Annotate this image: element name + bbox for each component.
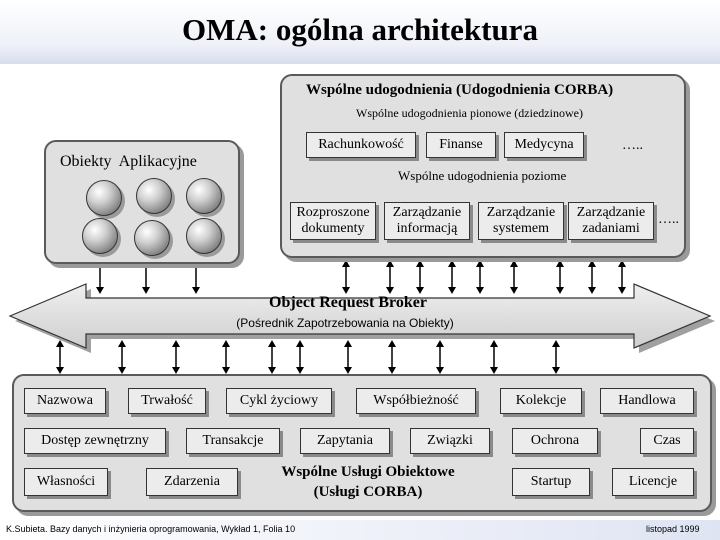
application-object-circle xyxy=(186,218,222,254)
application-objects-heading: Obiekty Aplikacyjne xyxy=(60,153,197,170)
horizontal-more-dots: ….. xyxy=(658,212,679,227)
upper-connector-arrow xyxy=(416,260,424,294)
facility-rachunkowosc: Rachunkowość xyxy=(306,132,416,158)
lower-connector-arrow xyxy=(172,340,180,374)
service-wlasnosci: Własności xyxy=(24,468,108,496)
footer-band xyxy=(0,520,720,540)
upper-connector-arrow xyxy=(556,260,564,294)
upper-connector-arrow xyxy=(342,260,350,294)
upper-connectors xyxy=(96,260,626,294)
footer-citation: K.Subieta. Bazy danych i inżynieria opro… xyxy=(6,524,296,534)
footer-date: listopad 1999 xyxy=(646,524,700,534)
application-object-circle xyxy=(86,180,122,216)
facility-rozproszone-dokumenty: Rozproszone dokumenty xyxy=(290,202,376,240)
facility-zarzadzanie-informacja: Zarządzanie informacją xyxy=(384,202,470,240)
service-ochrona: Ochrona xyxy=(512,428,598,454)
upper-connector-arrow xyxy=(386,260,394,294)
upper-connector-arrow xyxy=(510,260,518,294)
lower-connector-arrow xyxy=(436,340,444,374)
orb-heading: Object Request Broker xyxy=(269,294,427,311)
upper-connector-arrow xyxy=(476,260,484,294)
lower-connector-arrow xyxy=(118,340,126,374)
service-czas: Czas xyxy=(640,428,694,454)
application-object-circle xyxy=(186,178,222,214)
slide-title: OMA: ogólna architektura xyxy=(182,12,538,47)
service-transakcje: Transakcje xyxy=(186,428,280,454)
facility-finanse: Finanse xyxy=(426,132,496,158)
service-nazwowa: Nazwowa xyxy=(24,388,106,414)
application-object-circle xyxy=(134,220,170,256)
upper-connector-arrow xyxy=(618,260,626,294)
orb-arrow xyxy=(8,283,712,349)
facility-medycyna: Medycyna xyxy=(504,132,584,158)
facility-zarzadzanie-systemem: Zarządzanie systemem xyxy=(478,202,564,240)
service-licencje: Licencje xyxy=(612,468,694,496)
application-object-circle xyxy=(136,178,172,214)
service-zwiazki: Związki xyxy=(410,428,490,454)
lower-connectors xyxy=(56,340,560,374)
common-facilities-heading: Wspólne udogodnienia (Udogodnienia CORBA… xyxy=(306,82,614,98)
service-trwalosc: Trwałość xyxy=(128,388,206,414)
upper-connector-arrow xyxy=(192,260,200,294)
facility-zarzadzanie-zadaniami: Zarządzanie zadaniami xyxy=(568,202,654,240)
service-handlowa: Handlowa xyxy=(600,388,694,414)
services-heading-line1: Wspólne Usługi Obiektowe xyxy=(281,464,455,480)
upper-connector-arrow xyxy=(96,260,104,294)
service-startup: Startup xyxy=(512,468,590,496)
vertical-facilities-label: Wspólne udogodnienia pionowe (dziedzinow… xyxy=(356,106,583,120)
upper-connector-arrow xyxy=(448,260,456,294)
upper-connector-arrow xyxy=(588,260,596,294)
lower-connector-arrow xyxy=(490,340,498,374)
title-band xyxy=(0,0,720,64)
horizontal-facilities-label: Wspólne udogodnienia poziome xyxy=(398,168,567,183)
service-kolekcje: Kolekcje xyxy=(500,388,582,414)
service-dostep-zewnetrzny: Dostęp zewnętrzny xyxy=(24,428,166,454)
upper-connector-arrow xyxy=(142,260,150,294)
service-wspolbieznosc: Współbieżność xyxy=(356,388,476,414)
services-heading-line2: (Usługi CORBA) xyxy=(313,484,423,500)
lower-connector-arrow xyxy=(222,340,230,374)
service-zdarzenia: Zdarzenia xyxy=(146,468,238,496)
lower-connector-arrow xyxy=(344,340,352,374)
vertical-more-dots: ….. xyxy=(622,138,643,153)
lower-connector-arrow xyxy=(56,340,64,374)
service-cykl-zyciowy: Cykl życiowy xyxy=(226,388,332,414)
lower-connector-arrow xyxy=(296,340,304,374)
application-object-circle xyxy=(82,218,118,254)
lower-connector-arrow xyxy=(552,340,560,374)
lower-connector-arrow xyxy=(388,340,396,374)
orb-subheading: (Pośrednik Zapotrzebowania na Obiekty) xyxy=(236,316,454,330)
service-zapytania: Zapytania xyxy=(300,428,390,454)
lower-connector-arrow xyxy=(268,340,276,374)
